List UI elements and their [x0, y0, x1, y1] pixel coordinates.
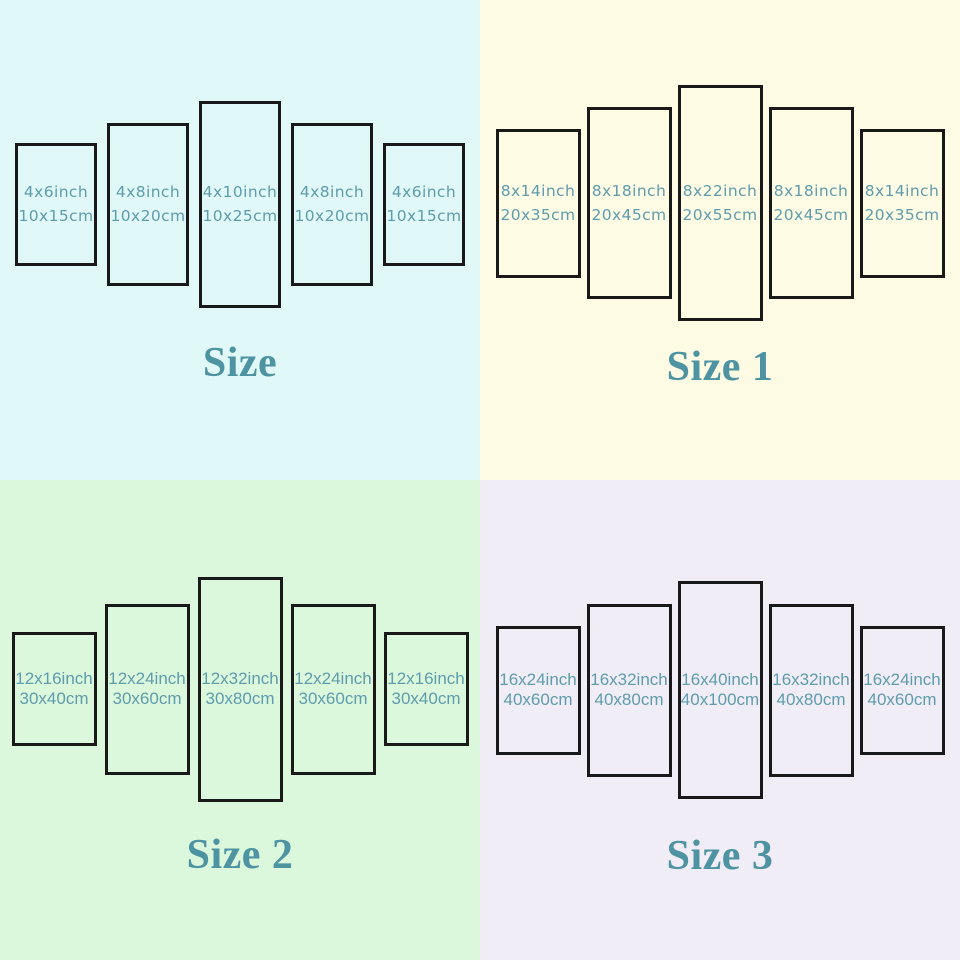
- panel-size-inch: 12x16inch: [387, 669, 465, 688]
- canvas-panel: 4x6inch 10x15cm: [383, 142, 465, 266]
- panel-size-inch: 12x24inch: [294, 669, 372, 688]
- panel-row: 8x14inch 20x35cm 8x18inch 20x45cm 8x22inch 20…: [480, 0, 960, 406]
- panel-size-cm: 20x35cm: [864, 206, 940, 224]
- canvas-panel: 8x18inch 20x45cm: [768, 107, 854, 299]
- panel-size-inch: 8x18inch: [591, 182, 667, 200]
- quadrant-title: Size 3: [666, 833, 774, 879]
- panel-size-cm: 40x60cm: [867, 690, 937, 709]
- panel-size-cm: 10x20cm: [294, 207, 370, 225]
- panel-size-cm: 10x20cm: [110, 207, 186, 225]
- panel-size-cm: 40x80cm: [594, 690, 664, 709]
- panel-size-inch: 8x18inch: [773, 182, 849, 200]
- panel-size-cm: 30x60cm: [112, 689, 182, 708]
- panel-size-inch: 16x32inch: [590, 670, 668, 689]
- panel-size-label: 8x22inch 20x55cm: [682, 179, 757, 227]
- panel-size-cm: 40x100cm: [680, 690, 760, 709]
- panel-size-label: 8x18inch 20x45cm: [591, 179, 666, 227]
- panel-size-inch: 16x24inch: [499, 670, 577, 689]
- panel-size-inch: 4x6inch: [23, 183, 89, 201]
- panel-size-inch: 4x8inch: [115, 183, 181, 201]
- panel-size-cm: 40x80cm: [776, 690, 846, 709]
- panel-size-label: 8x18inch 20x45cm: [773, 179, 848, 227]
- panel-size-inch: 12x16inch: [15, 669, 93, 688]
- panel-size-inch: 16x32inch: [772, 670, 850, 689]
- panel-row: 4x6inch 10x15cm 4x8inch 10x20cm 4x10inch 10x2…: [0, 0, 480, 408]
- quadrant-title: Size: [202, 340, 278, 386]
- canvas-panel: 8x14inch 20x35cm: [859, 128, 945, 278]
- panel-size-cm: 10x15cm: [18, 207, 94, 225]
- panel-size-cm: 30x80cm: [205, 689, 275, 708]
- quadrant-size-1: 8x14inch 20x35cm 8x18inch 20x45cm 8x22inch 20…: [480, 0, 960, 480]
- panel-size-label: 4x8inch 10x20cm: [294, 180, 369, 228]
- panel-size-cm: 30x40cm: [391, 689, 461, 708]
- panel-size-label: 8x14inch 20x35cm: [500, 179, 575, 227]
- panel-size-cm: 20x55cm: [682, 206, 758, 224]
- panel-size-inch: 12x24inch: [108, 669, 186, 688]
- panel-size-inch: 4x8inch: [299, 183, 365, 201]
- canvas-panel: 8x14inch 20x35cm: [495, 128, 581, 278]
- panel-size-label: 4x8inch 10x20cm: [110, 180, 185, 228]
- panel-size-cm: 40x60cm: [503, 690, 573, 709]
- quadrant-title: Size 1: [666, 344, 774, 390]
- canvas-panel: 4x6inch 10x15cm: [15, 142, 97, 266]
- quadrant-title: Size 2: [186, 832, 294, 878]
- quadrant-size: 4x6inch 10x15cm 4x8inch 10x20cm 4x10inch 10x2…: [0, 0, 480, 480]
- panel-size-label: 8x14inch 20x35cm: [864, 179, 939, 227]
- panel-size-inch: 8x22inch: [682, 182, 758, 200]
- panel-size-cm: 20x35cm: [500, 206, 576, 224]
- panel-size-cm: 10x25cm: [202, 207, 278, 225]
- canvas-panel: 4x8inch 10x20cm: [291, 122, 373, 286]
- panel-size-inch: 8x14inch: [500, 182, 576, 200]
- panel-size-label: 4x10inch 10x25cm: [202, 180, 277, 228]
- canvas-panel: 4x8inch 10x20cm: [107, 122, 189, 286]
- panel-size-label: 4x6inch 10x15cm: [18, 180, 93, 228]
- panel-size-inch: 12x32inch: [201, 669, 279, 688]
- panel-size-cm: 20x45cm: [773, 206, 849, 224]
- panel-size-inch: 16x24inch: [863, 670, 941, 689]
- panel-size-cm: 30x60cm: [298, 689, 368, 708]
- panel-size-cm: 20x45cm: [591, 206, 667, 224]
- panel-size-cm: 10x15cm: [386, 207, 462, 225]
- panel-size-inch: 4x10inch: [202, 183, 278, 201]
- panel-size-cm: 30x40cm: [19, 689, 89, 708]
- canvas-panel: 4x10inch 10x25cm: [199, 100, 281, 308]
- canvas-panel: 8x18inch 20x45cm: [586, 107, 672, 299]
- panel-size-label: 4x6inch 10x15cm: [386, 180, 461, 228]
- panel-size-inch: 8x14inch: [864, 182, 940, 200]
- panel-size-inch: 16x40inch: [681, 670, 759, 689]
- canvas-panel: 8x22inch 20x55cm: [677, 85, 763, 321]
- panel-size-inch: 4x6inch: [391, 183, 457, 201]
